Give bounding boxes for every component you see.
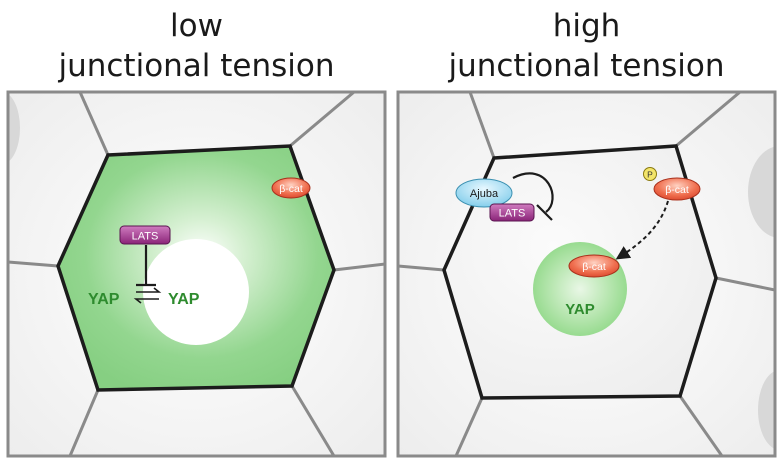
right-panel-border: [396, 90, 777, 458]
left-equilibrium-arrows: [133, 287, 162, 304]
left-bcat-protein: [271, 177, 311, 199]
right-phosphate-label: P: [647, 170, 653, 180]
left-bcat-label: β-cat: [279, 183, 303, 195]
right-lats-protein: [489, 203, 535, 222]
left-lats-protein: [119, 225, 171, 245]
right-inhibition-bar: [536, 204, 553, 221]
right-translocation-arrow: [615, 200, 669, 260]
right-bcat-nucleus-label: β-cat: [582, 261, 606, 273]
left-panel: LATS YAP YAP β-cat: [8, 92, 385, 456]
left-yap-nucleus: YAP: [168, 291, 200, 308]
right-neighbor-nucleus-top: [748, 146, 775, 238]
right-panel-title: high junctional tension: [396, 6, 777, 86]
right-inhibition-arc: [512, 172, 554, 213]
right-neighbor-nucleus-bottom: [758, 371, 775, 449]
right-nucleus: [533, 242, 627, 336]
right-bcat-label: β-cat: [665, 184, 689, 196]
left-yap-cytoplasm: YAP: [88, 291, 120, 308]
right-panel: YAP β-cat Ajuba LATS β-cat P: [398, 92, 775, 456]
left-lats-label: LATS: [132, 231, 159, 243]
right-lats-label: LATS: [499, 208, 526, 220]
right-bcat-protein: [653, 177, 701, 201]
right-ajuba-protein: [455, 178, 513, 208]
right-bcat-nucleus-protein: [568, 254, 620, 278]
right-ajuba-label: Ajuba: [470, 188, 499, 200]
right-title-line2: junctional tension: [448, 48, 725, 84]
right-yap-nucleus: YAP: [565, 301, 594, 318]
left-panel-title: low junctional tension: [6, 6, 387, 86]
right-title-line1: high: [552, 8, 621, 44]
left-neighbor-junctions: [8, 92, 385, 456]
left-nucleus: [143, 239, 249, 345]
left-neighbor-nucleus: [8, 94, 20, 162]
right-neighbor-junctions: [398, 92, 775, 456]
left-title-line2: junctional tension: [58, 48, 335, 84]
right-phosphate-icon: [643, 167, 657, 181]
left-panel-border: [6, 90, 387, 458]
left-title-line1: low: [170, 8, 223, 44]
